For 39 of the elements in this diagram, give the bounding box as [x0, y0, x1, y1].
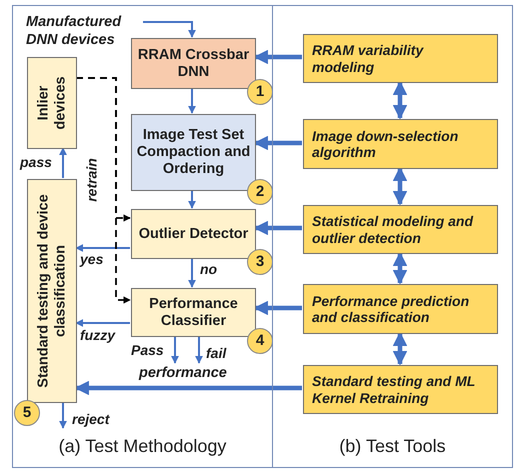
tool-box: Statistical modeling and outlier detection [303, 205, 498, 254]
caption-text: performance [139, 364, 245, 382]
step-number: 4 [247, 328, 273, 354]
arrow [188, 258, 196, 288]
process-box [27, 57, 77, 149]
edge-label: retrain [84, 158, 100, 202]
tool-box: Image down-selection algorithm [303, 119, 498, 169]
arrow [75, 319, 130, 327]
edge-label: fuzzy [80, 328, 115, 344]
arrow [392, 80, 408, 120]
arrow [188, 190, 196, 209]
arrow [392, 332, 408, 366]
panel-caption: (a) Test Methodology [58, 436, 228, 457]
arrow [392, 166, 408, 206]
step-number: 3 [247, 249, 273, 275]
step-number: 2 [247, 179, 273, 205]
step-number: 1 [247, 79, 273, 105]
edge-label: no [200, 262, 218, 278]
arrow [59, 147, 67, 178]
edge-label: pass [20, 155, 52, 170]
arrow [75, 244, 130, 252]
arrow [392, 252, 408, 284]
step-number: 5 [14, 400, 40, 426]
panel-caption: (b) Test Tools [338, 436, 447, 457]
arrow [188, 88, 196, 114]
tool-box: Standard testing and ML Kernel Retraining [303, 365, 498, 414]
tool-box: Performance prediction and classification [303, 284, 498, 334]
edge-label: yes [80, 252, 104, 268]
arrow [76, 77, 131, 304]
edge-label: fail [206, 346, 226, 362]
tool-box: RRAM variability modeling [303, 34, 498, 83]
arrow [143, 21, 196, 38]
box-text: Inlier devices [35, 75, 69, 132]
edge-label: reject [72, 412, 110, 428]
arrow [59, 402, 67, 429]
arrow [195, 336, 203, 364]
arrow [171, 336, 179, 364]
edge-label: Pass [131, 343, 164, 358]
box-text: Standard testing and device classification [35, 193, 69, 390]
